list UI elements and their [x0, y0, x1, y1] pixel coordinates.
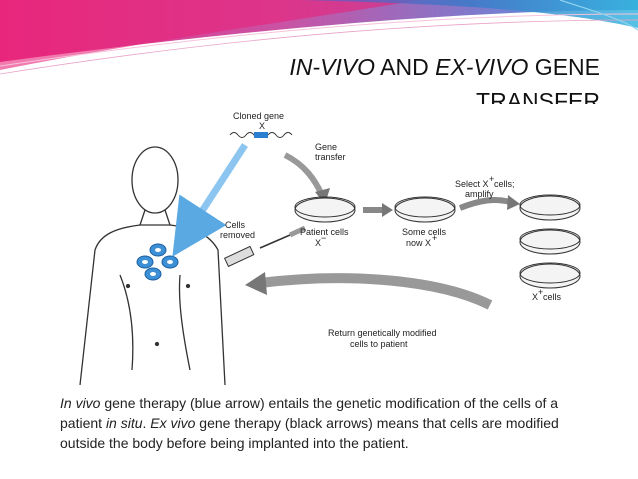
- figure-caption: In vivo gene therapy (blue arrow) entail…: [60, 393, 600, 453]
- title-gene: GENE: [528, 54, 600, 80]
- petri-dish-patient: [295, 197, 355, 222]
- patient-figure: [80, 147, 225, 385]
- slide-title-line-1: IN-VIVO AND EX-VIVO GENE: [200, 50, 600, 84]
- label-gene-transfer-2: transfer: [315, 152, 346, 162]
- return-arrow: [260, 278, 490, 305]
- petri-dish-selected-1: [520, 195, 580, 220]
- caption-in-vivo: In vivo: [60, 395, 100, 411]
- petri-dish-selected-3: [520, 263, 580, 288]
- label-select-1: Select X: [455, 179, 489, 189]
- label-return-2: cells to patient: [350, 339, 408, 349]
- title-ex-vivo: EX-VIVO: [435, 54, 528, 80]
- label-select-2: amplify: [465, 189, 494, 199]
- label-some-cells-1: Some cells: [402, 227, 447, 237]
- caption-ex-vivo: Ex vivo: [150, 415, 195, 431]
- caption-in-situ: in situ: [106, 415, 143, 431]
- label-cloned-gene: Cloned gene: [233, 111, 284, 121]
- label-select-1b: cells;: [494, 179, 515, 189]
- label-patient-cells-sup: −: [321, 233, 326, 243]
- title-in-vivo: IN-VIVO: [289, 54, 375, 80]
- label-return-1: Return genetically modified: [328, 328, 437, 338]
- label-x-plus-cells-b: cells: [543, 292, 562, 302]
- petri-dish-selected-2: [520, 229, 580, 254]
- label-some-cells-sup: +: [432, 233, 437, 243]
- label-gene-transfer-1: Gene: [315, 142, 337, 152]
- label-cells-removed-2: removed: [220, 230, 255, 240]
- title-and: AND: [375, 54, 435, 80]
- cloned-gene-icon: [230, 132, 292, 138]
- petri-dish-some-cells: [395, 197, 455, 222]
- label-some-cells-2: now X: [406, 238, 431, 248]
- slide-title: IN-VIVO AND EX-VIVO GENE TRANSFER: [200, 50, 600, 104]
- gene-transfer-diagram: Cloned gene X Gene transfer Cells remove…: [60, 100, 600, 385]
- treated-cells: [137, 244, 178, 280]
- label-gene-x: X: [259, 121, 265, 131]
- label-cells-removed-1: Cells: [225, 220, 246, 230]
- arrow-to-selected: [460, 200, 510, 208]
